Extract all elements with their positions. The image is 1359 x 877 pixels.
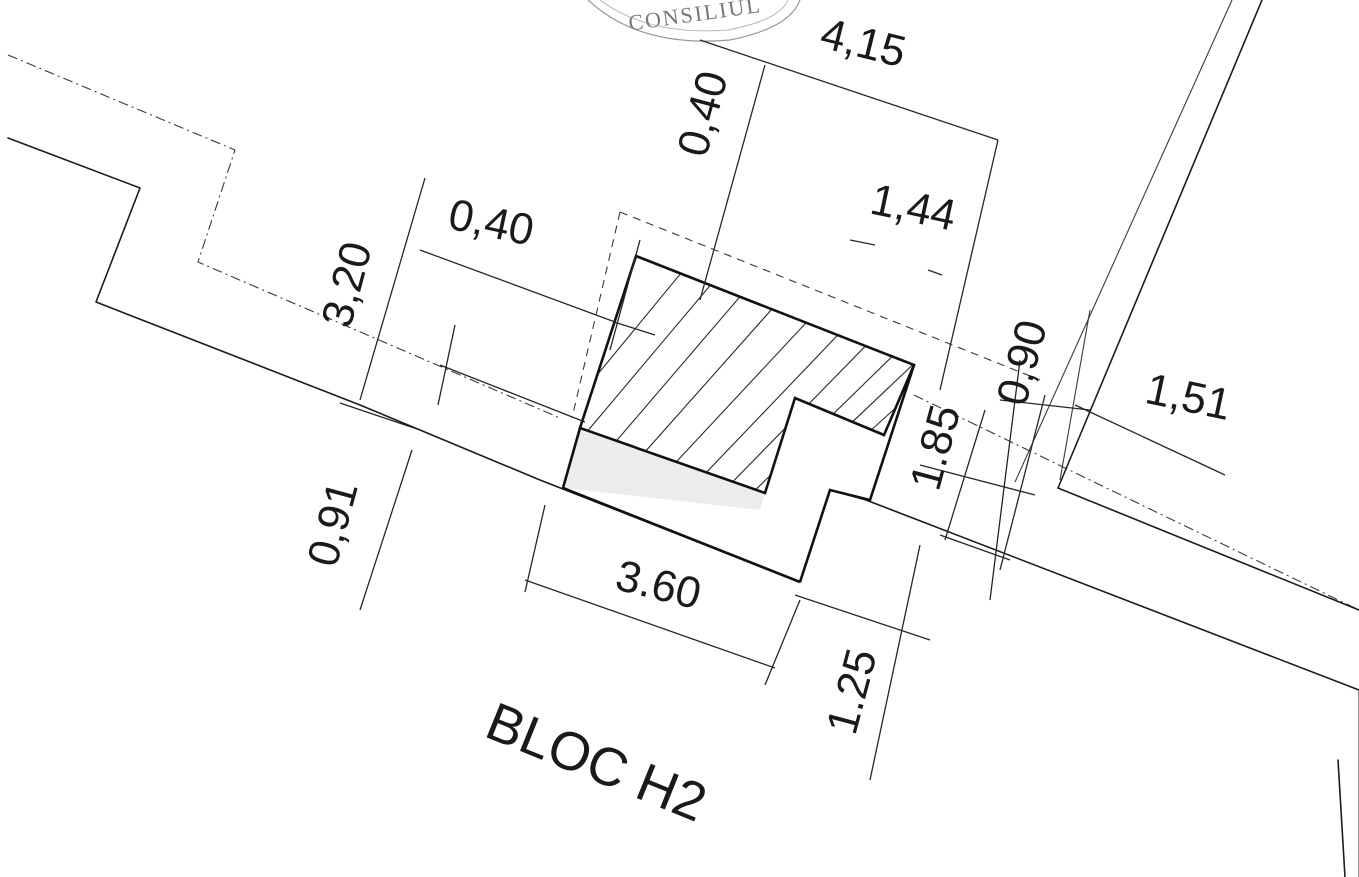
dimension-label-0-90: 0,90 — [987, 315, 1056, 410]
dimension-label-3-60: 3.60 — [611, 551, 706, 619]
official-seal: CONSILIUL — [587, 0, 801, 42]
dimension-label-1-25: 1.25 — [817, 644, 886, 739]
dimension-label-0-40-vertical: 0,40 — [668, 66, 737, 161]
dimension-label-0-91: 0,91 — [298, 476, 367, 571]
dimension-label-4-15: 4,15 — [816, 9, 911, 77]
dimension-labels: 4,15 0,40 1,44 0,40 3,20 0,90 1,51 1.85 … — [298, 9, 1235, 739]
dimension-label-0-40-horizontal: 0,40 — [444, 190, 538, 256]
dimension-lines — [339, 39, 1226, 781]
building-shading — [565, 428, 765, 510]
block-label: BLOC H2 — [478, 691, 715, 833]
building-footprint — [561, 254, 916, 584]
dimension-label-1-51: 1,51 — [1141, 364, 1235, 430]
dimension-label-1-44: 1,44 — [866, 175, 960, 241]
dimension-label-1-85: 1.85 — [901, 400, 970, 495]
dimension-label-3-20: 3,20 — [312, 237, 381, 332]
